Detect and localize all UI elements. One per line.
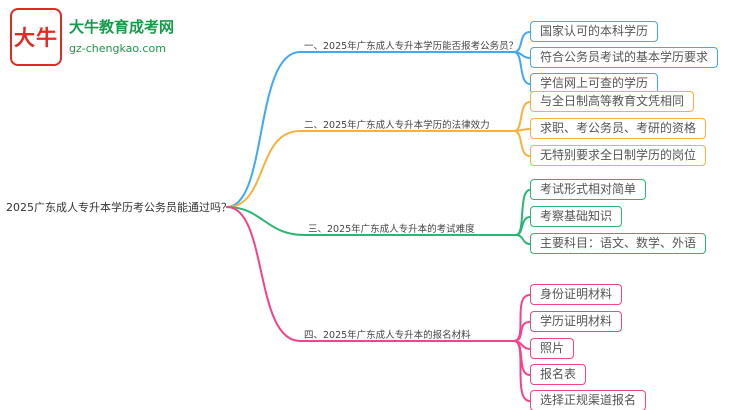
branch-4-child-5: 选择正规渠道报名 bbox=[530, 390, 647, 410]
branch-3-links bbox=[226, 189, 531, 245]
brand-domain: gz-chengkao.com bbox=[69, 42, 166, 55]
branch-1-child-1: 国家认可的本科学历 bbox=[530, 21, 659, 42]
branch-3-child-3: 主要科目：语文、数学、外语 bbox=[530, 233, 707, 254]
branch-4-label: 四、2025年广东成人专升本的报名材料 bbox=[304, 330, 471, 341]
branch-4-child-3: 照片 bbox=[530, 338, 575, 359]
branch-2-child-3: 无特别要求全日制学历的岗位 bbox=[530, 145, 707, 166]
logo-stamp-icon: 大牛 bbox=[10, 8, 62, 66]
branch-1-label: 一、2025年广东成人专升本学历能否报考公务员？ bbox=[304, 41, 519, 52]
branch-2-child-1: 与全日制高等教育文凭相同 bbox=[530, 91, 695, 112]
branch-2-child-2: 求职、考公务员、考研的资格 bbox=[530, 118, 707, 139]
site-logo: 大牛 大牛教育成考网 gz-chengkao.com bbox=[10, 8, 174, 66]
branch-3-child-2: 考察基础知识 bbox=[530, 206, 623, 227]
root-node: 2025广东成人专升本学历考公务员能通过吗？ bbox=[6, 201, 232, 214]
branch-3-child-1: 考试形式相对简单 bbox=[530, 179, 647, 200]
logo-text: 大牛教育成考网 gz-chengkao.com bbox=[69, 8, 174, 55]
branch-4-child-4: 报名表 bbox=[530, 364, 587, 385]
branch-1-child-2: 符合公务员考试的基本学历要求 bbox=[530, 47, 719, 68]
branch-4-links bbox=[226, 206, 531, 402]
branch-3-label: 三、2025年广东成人专升本的考试难度 bbox=[308, 224, 475, 235]
brand-name: 大牛教育成考网 bbox=[69, 18, 175, 36]
branch-4-child-2: 学历证明材料 bbox=[530, 311, 623, 332]
branch-2-label: 二、2025年广东成人专升本学历的法律效力 bbox=[304, 120, 490, 131]
branch-4-child-1: 身份证明材料 bbox=[530, 284, 623, 305]
